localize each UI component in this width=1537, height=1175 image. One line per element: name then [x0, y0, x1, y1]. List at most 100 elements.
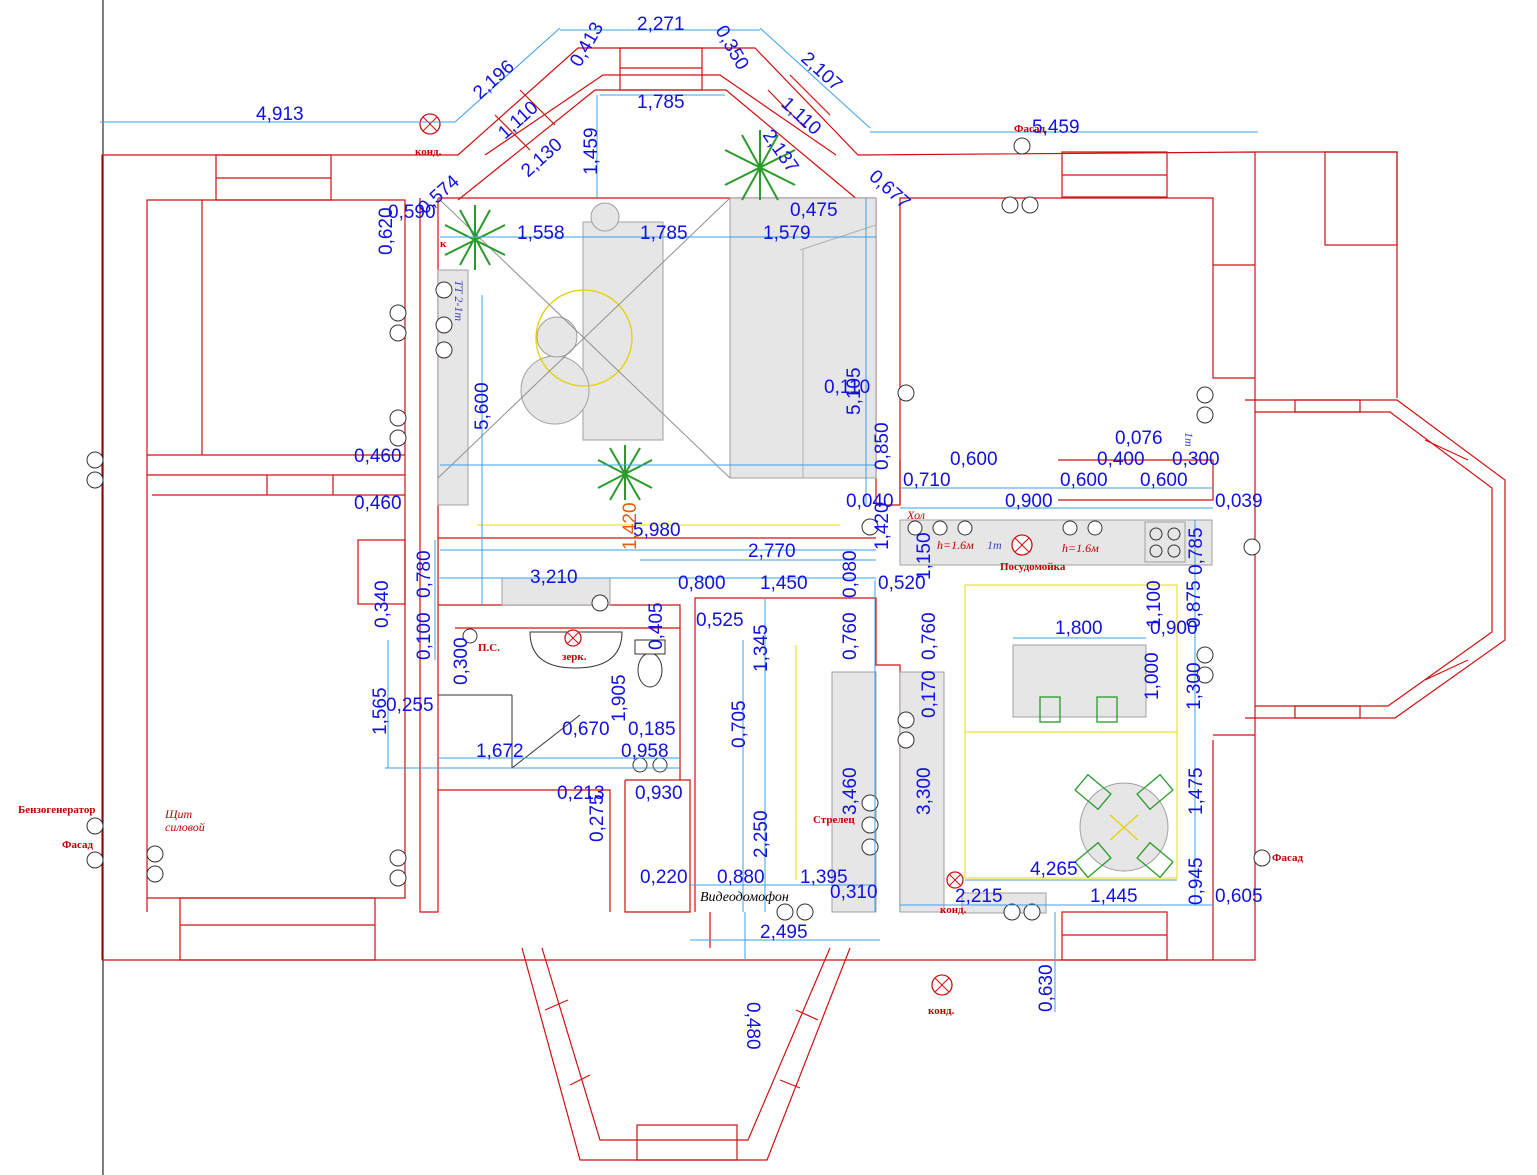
dim-text: 5,105	[844, 367, 865, 415]
dimension-lines	[100, 27, 1258, 1012]
dim-text: 1,395	[800, 867, 848, 888]
dim-text: 0,850	[872, 422, 893, 470]
ceiling-light-icon	[564, 629, 582, 647]
label-posudomoyka: Посудомойка	[1000, 561, 1066, 573]
dim-text: 1,150	[914, 532, 935, 580]
outlet-icon	[1253, 849, 1271, 867]
label-h16-b: h=1.6м	[1062, 541, 1099, 555]
dim-text: 1,000	[1142, 652, 1163, 700]
outlet-icon	[776, 903, 814, 921]
dim-text: 0,080	[840, 550, 861, 598]
dim-text: 0,880	[717, 867, 765, 888]
dim-text: 0,310	[830, 882, 878, 903]
outlet-icon	[389, 304, 407, 342]
dim-text: 0,800	[678, 573, 726, 594]
dim-text: 0,600	[1060, 470, 1108, 491]
dim-text: 3,460	[840, 767, 861, 815]
dim-text-accent: 1,420	[620, 502, 641, 550]
outlet-icon	[1196, 646, 1214, 684]
outlet-icon	[861, 794, 879, 856]
dim-text: 1,345	[751, 624, 772, 672]
dim-text: 0,760	[919, 612, 940, 660]
label-shchit-line1: Щит	[164, 807, 193, 821]
dim-text: 2,215	[955, 886, 1003, 907]
dim-text: 0,275	[587, 794, 608, 842]
dim-text: 0,930	[635, 783, 683, 804]
dim-text: 0,705	[729, 700, 750, 748]
cooktop	[1144, 521, 1186, 563]
wardrobe-left	[831, 671, 877, 913]
outlet-icon	[435, 281, 453, 359]
label-strelets: Стрелец	[813, 814, 855, 826]
dim-text: 0,710	[903, 470, 951, 491]
label-hol: Хол	[906, 508, 925, 522]
dim-text: 2,130	[517, 134, 566, 181]
dim-text: 1,420	[872, 502, 893, 550]
outlet-icon	[389, 409, 407, 447]
ceiling-light-icon	[419, 113, 441, 135]
dim-text: 0,670	[562, 719, 610, 740]
dim-text: 0,480	[742, 1002, 763, 1050]
dim-text: 1,905	[609, 674, 630, 722]
dim-text: 1,579	[763, 223, 811, 244]
dim-text: 0,600	[950, 449, 998, 470]
dim-text: 0,185	[628, 719, 676, 740]
label-videodomofon: Видеодомофон	[700, 890, 789, 905]
outlet-icon	[591, 594, 609, 612]
label-shchit-line2: силовой	[165, 820, 205, 834]
dim-text: 0,039	[1215, 491, 1263, 512]
dim-text: 1,110	[777, 93, 825, 139]
dim-text: 0,400	[1097, 449, 1145, 470]
plant-icon	[597, 445, 653, 501]
dim-text: 5,980	[633, 520, 681, 541]
dim-text: 0,900	[1150, 618, 1198, 639]
dim-text: 2,250	[751, 810, 772, 858]
dim-text: 1,558	[517, 223, 565, 244]
label-tt-mark2: 1т	[1182, 432, 1196, 447]
label-ps: П.С.	[478, 642, 500, 654]
dim-text: 4,265	[1030, 859, 1078, 880]
sink	[529, 631, 623, 669]
dim-text: 0,213	[557, 783, 605, 804]
outlet-icon	[86, 451, 104, 489]
dim-text: 0,525	[696, 610, 744, 631]
label-tt2: ТТ 2-1т	[452, 280, 466, 321]
ceiling-light-icon	[1011, 534, 1033, 556]
dim-text: 0,220	[640, 867, 688, 888]
label-fasad-right: Фасад	[1272, 852, 1303, 864]
dim-text: 0,300	[451, 637, 472, 685]
dim-text: 1,785	[640, 223, 688, 244]
label-kond-bottom: конд.	[928, 1005, 955, 1017]
dim-text: 0,958	[621, 741, 669, 762]
dim-text: 1,459	[581, 127, 602, 175]
dim-text: 0,340	[372, 580, 393, 628]
labels: конд. Фасад конд. конд. Бензогенератор Ф…	[18, 123, 1303, 1017]
dim-text: 0,875	[1184, 580, 1205, 628]
outlet-icon	[897, 711, 915, 749]
ceiling-light-circle	[535, 289, 633, 387]
label-kond-top: конд.	[415, 146, 442, 158]
outlet-icon	[1001, 196, 1039, 214]
label-benzogenerator: Бензогенератор	[18, 804, 96, 816]
dim-text: 0,590	[388, 202, 436, 223]
dim-text: 0,100	[414, 612, 435, 660]
round-stool	[590, 202, 620, 232]
outlet-icon	[1196, 386, 1214, 424]
outlet-icon	[907, 520, 1103, 536]
dim-text: 1,800	[1055, 618, 1103, 639]
dim-text: 0,900	[1005, 491, 1053, 512]
dim-text: 0,413	[566, 19, 608, 71]
outlet-icon	[462, 628, 478, 644]
label-kond-bottom-right: конд.	[940, 904, 967, 916]
ceiling-light-icon	[946, 871, 964, 889]
dim-text: 1,785	[637, 92, 685, 113]
left-cabinet	[437, 269, 469, 506]
dim-text: 0,460	[354, 446, 402, 467]
dim-text: 0,460	[354, 493, 402, 514]
dim-text: 0,760	[840, 612, 861, 660]
dim-text: 3,300	[914, 767, 935, 815]
electrical-fixtures	[86, 113, 1271, 996]
label-tt-mark: 1т	[987, 538, 1002, 552]
label-h16-a: h=1.6м	[937, 538, 974, 552]
